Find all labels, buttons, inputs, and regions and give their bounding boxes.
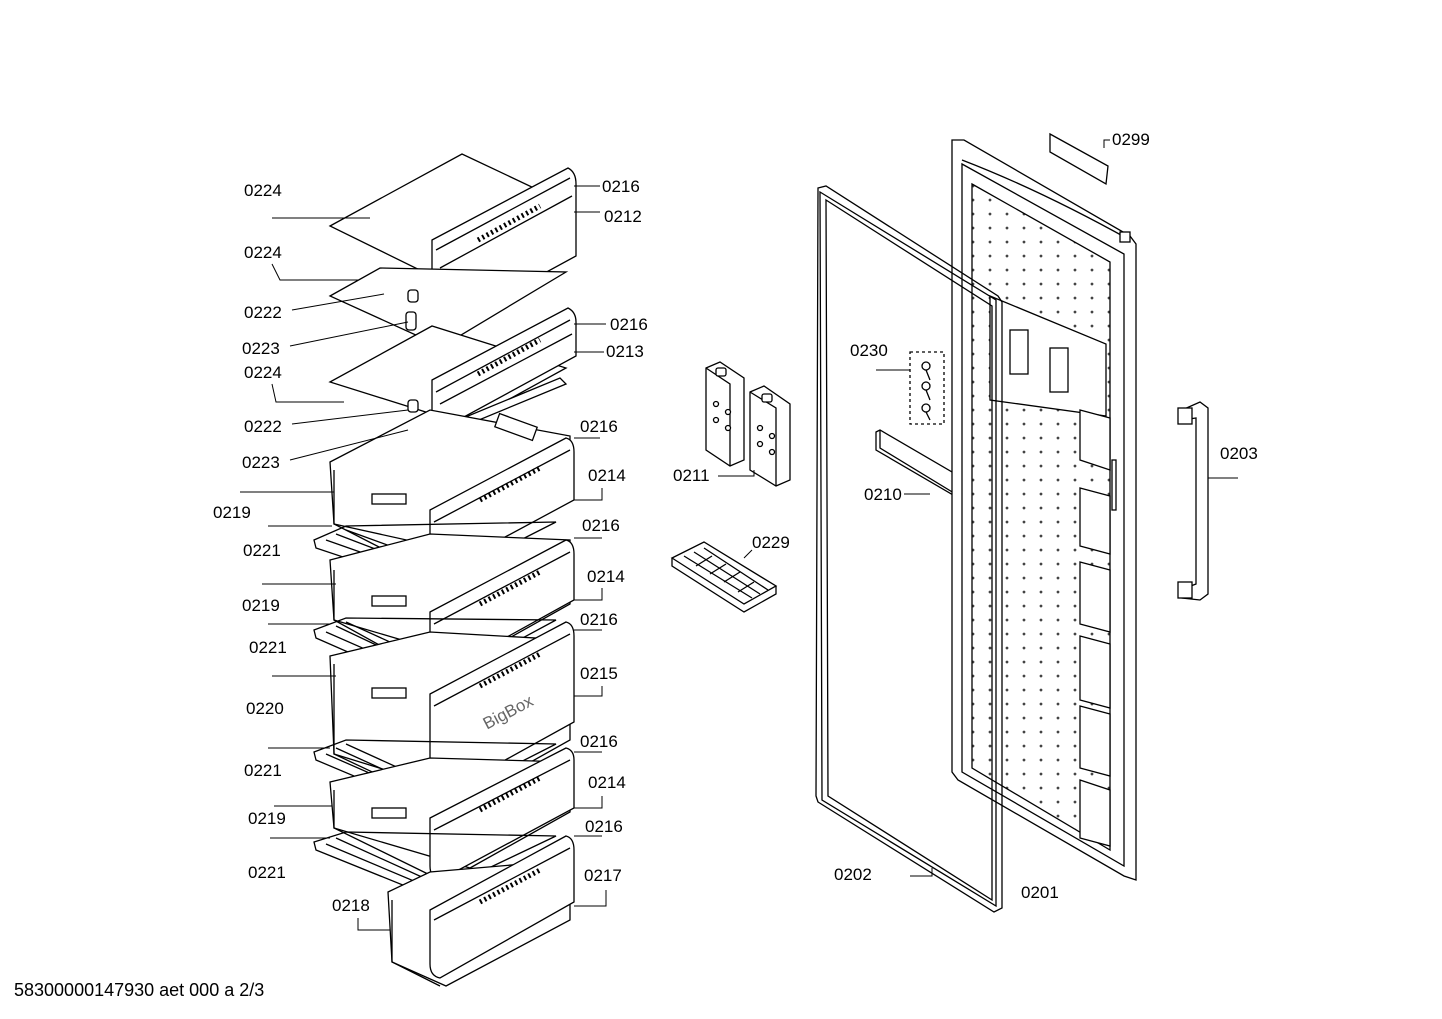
label-clip-2: 0222 (244, 417, 282, 436)
label-grid-1: 0221 (243, 541, 281, 560)
label-inner-handle: 0210 (864, 485, 902, 504)
bigbox-drawer: BigBox (329, 621, 575, 801)
label-front-2-trim: 0216 (610, 315, 648, 334)
label-drawer-3-trim: 0216 (580, 732, 618, 751)
label-hinge-1: 0223 (242, 339, 280, 358)
label-drawer-3-body: 0219 (248, 809, 286, 828)
label-bigbox-front: 0215 (580, 664, 618, 683)
front-panel-0213 (328, 307, 577, 431)
cold-pack-2 (749, 385, 791, 487)
label-drawer-3-front: 0214 (588, 773, 626, 792)
leader-lines-left (240, 185, 607, 931)
label-drawer-4-front: 0217 (584, 866, 622, 885)
leader-lines-right (910, 139, 1238, 877)
document-footer-id: 58300000147930 aet 000 a 2/3 (14, 980, 265, 1000)
clip-1 (405, 289, 419, 331)
label-door: 0201 (1021, 883, 1059, 902)
label-drawer-4-trim: 0216 (585, 817, 623, 836)
label-drawer-2-body: 0219 (242, 596, 280, 615)
shelves-and-drawers: BigBox (313, 153, 577, 987)
label-grid-2: 0221 (249, 638, 287, 657)
label-hinge-2: 0223 (242, 453, 280, 472)
cold-pack-1 (705, 361, 745, 467)
outer-handle (1177, 401, 1209, 601)
label-door-gasket: 0202 (834, 865, 872, 884)
screws (909, 351, 945, 425)
part-labels: 0224 0224 0222 0223 0216 0212 0216 0213 … (213, 130, 1258, 915)
label-bigbox-body: 0220 (246, 699, 284, 718)
ice-cube-tray (670, 541, 778, 613)
label-front-1-trim: 0216 (602, 177, 640, 196)
label-drawer-1-trim: 0216 (580, 417, 618, 436)
label-outer-handle: 0203 (1220, 444, 1258, 463)
label-glass-2: 0224 (244, 363, 282, 382)
label-drawer-2-trim: 0216 (582, 516, 620, 535)
label-drawer-1-front: 0214 (588, 466, 626, 485)
label-drawer-4-body: 0218 (332, 896, 370, 915)
label-clip-1: 0222 (244, 303, 282, 322)
door-assembly (815, 132, 1209, 913)
label-bigbox-trim: 0216 (580, 610, 618, 629)
drawer-3 (329, 747, 575, 881)
label-screws: 0230 (850, 341, 888, 360)
label-grid-3: 0221 (244, 761, 282, 780)
label-grid-4: 0221 (248, 863, 286, 882)
accessories (670, 351, 977, 613)
door-gasket (815, 185, 1003, 913)
label-drawer-1-body: 0219 (213, 503, 251, 522)
label-front-2: 0213 (606, 342, 644, 361)
label-glass-1: 0224 (244, 243, 282, 262)
label-cold-pack: 0211 (673, 466, 710, 485)
label-ice-tray: 0229 (752, 533, 790, 552)
label-plate (1049, 132, 1109, 186)
label-drawer-2-front: 0214 (587, 567, 625, 586)
drawer-4 (387, 835, 575, 987)
label-shelf-top: 0224 (244, 181, 282, 200)
label-label-plate: 0299 (1112, 130, 1150, 149)
door-liner (951, 139, 1137, 881)
label-front-1: 0212 (604, 207, 642, 226)
